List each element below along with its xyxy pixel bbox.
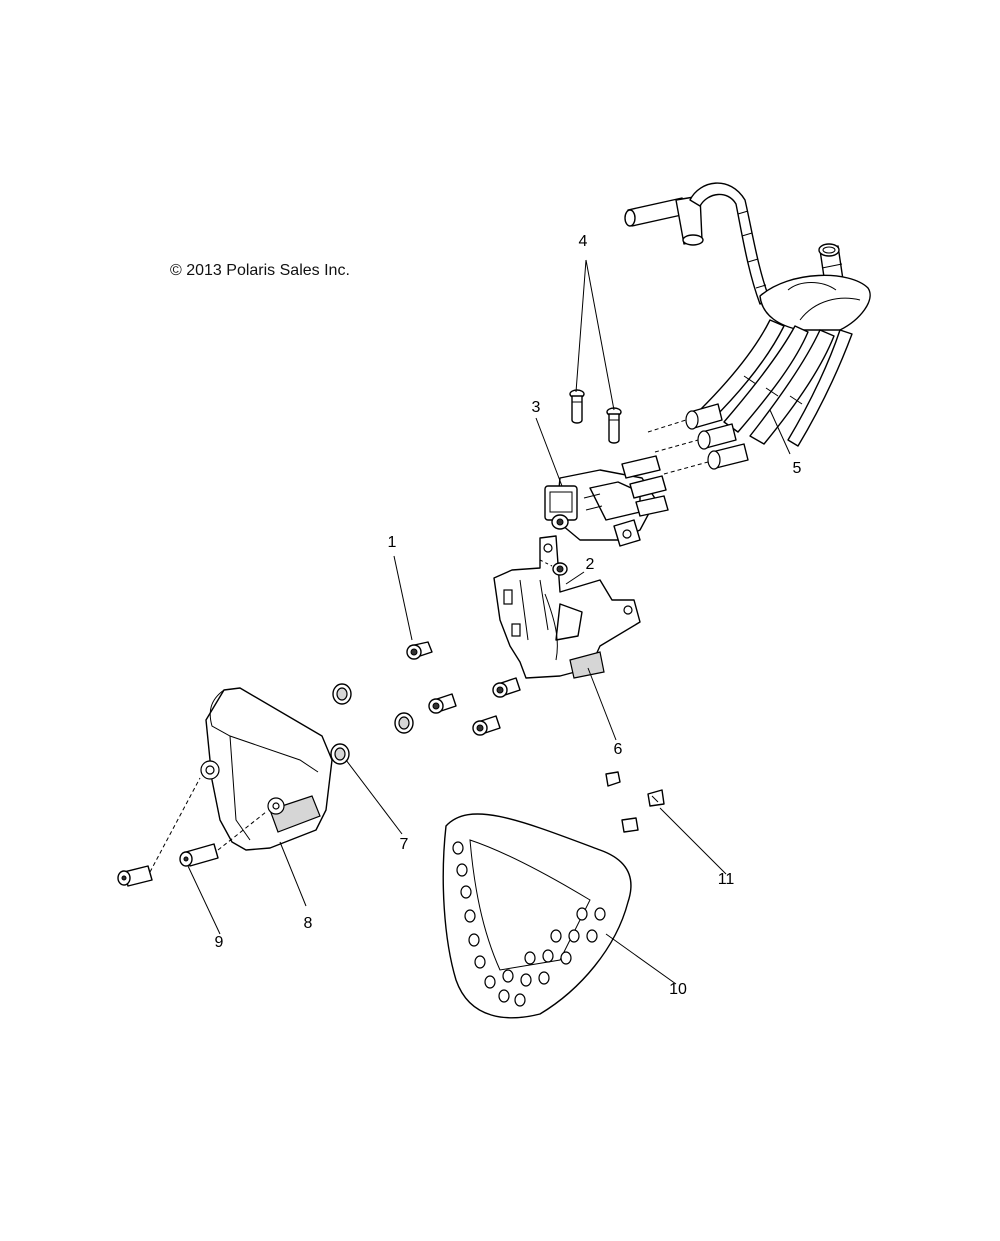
screw-part-4a xyxy=(569,389,585,424)
hose-assembly-part-5 xyxy=(624,182,871,475)
copyright-text: © 2013 Polaris Sales Inc. xyxy=(170,262,350,279)
long-bolt-part-9a xyxy=(117,777,201,887)
callout-6: 6 xyxy=(613,741,623,758)
clip-part-11c xyxy=(621,817,639,833)
bracket-part-6 xyxy=(493,535,641,679)
grommet-part-7c xyxy=(330,743,350,765)
long-bolt-part-9b xyxy=(179,811,267,867)
callout-7: 7 xyxy=(399,836,409,853)
callout-10: 10 xyxy=(669,981,687,998)
grommet-part-7b xyxy=(394,712,414,734)
vent-holes xyxy=(452,841,606,1007)
bolt-b xyxy=(428,693,457,714)
leader-lines xyxy=(187,259,791,985)
housing-part-8 xyxy=(200,687,333,851)
callout-9: 9 xyxy=(214,934,224,951)
callout-3: 3 xyxy=(531,399,541,416)
clip-part-11b xyxy=(647,789,665,807)
bolt-part-1 xyxy=(406,641,433,660)
valve-part-3 xyxy=(544,455,669,547)
callout-8: 8 xyxy=(303,915,313,932)
clip-part-11a xyxy=(605,771,621,787)
screw-part-4b xyxy=(606,407,622,444)
nut-part-2 xyxy=(539,559,568,576)
grommet-part-7a xyxy=(332,683,352,705)
callout-5: 5 xyxy=(792,460,802,477)
bolt-c xyxy=(472,715,501,736)
callout-1: 1 xyxy=(387,534,397,551)
callout-11: 11 xyxy=(717,871,735,888)
bolt-a xyxy=(492,677,521,698)
trim-panel-part-10 xyxy=(442,813,632,1019)
callout-4: 4 xyxy=(578,233,588,250)
callout-2: 2 xyxy=(585,556,595,573)
